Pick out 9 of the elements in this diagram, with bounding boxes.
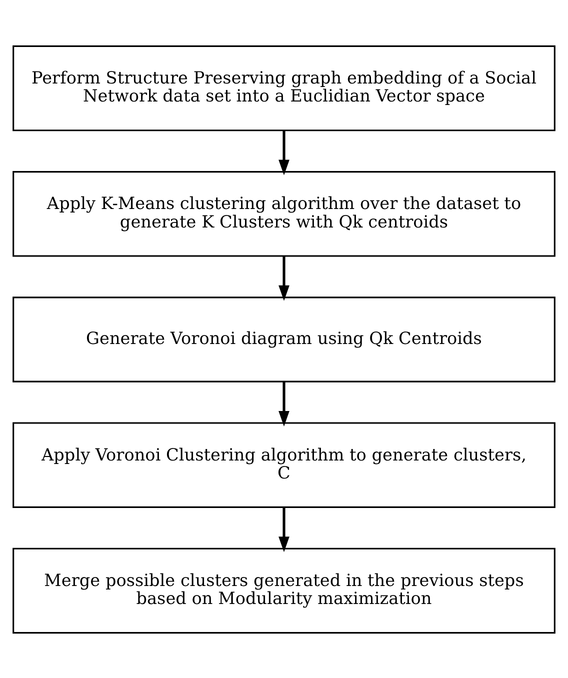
arrow bbox=[278, 130, 290, 175]
arrow bbox=[278, 506, 290, 552]
node-box: Merge possible clusters generated in the previous steps based on Modularity maximization bbox=[12, 547, 556, 634]
node-box: Perform Structure Preserving graph embedding of a Social Network data set into a Euclidian Vector space bbox=[12, 44, 556, 131]
arrow bbox=[278, 381, 290, 426]
node-box: Apply Voronoi Clustering algorithm to generate clusters, C bbox=[12, 422, 556, 508]
node-box: Generate Voronoi diagram using Qk Centroids bbox=[12, 296, 556, 382]
node-box: Apply K-Means clustering algorithm over the dataset to generate K Clusters with Qk centroids bbox=[12, 170, 556, 256]
arrow bbox=[278, 256, 290, 300]
